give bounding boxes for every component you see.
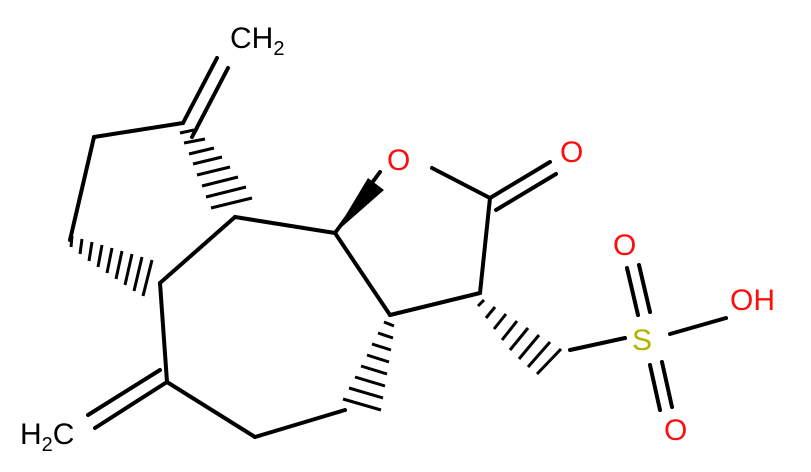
- atom-o-sulfonyl-bottom: O: [664, 414, 687, 447]
- sulfonyl-double-bond-top-b: [637, 263, 652, 314]
- atom-o-carbonyl: O: [560, 136, 583, 169]
- bond-c9-c10: [68, 135, 96, 242]
- exo-double-bond-top-a: [181, 56, 219, 125]
- bond-c12-c13: [158, 281, 169, 384]
- exo-double-bond-bottom-a: [93, 380, 169, 430]
- carbonyl-double-bond-b: [494, 172, 558, 212]
- bond-ch2-s: [568, 336, 627, 352]
- hash-c5-c15: [342, 320, 395, 412]
- bond-c7-c12: [158, 215, 237, 285]
- bond-s-oh: [668, 316, 728, 336]
- sulfonyl-double-bond-bottom-a: [648, 363, 662, 412]
- bond-c13-c14: [165, 380, 257, 439]
- atom-hydroxyl: OH: [730, 284, 775, 317]
- methylene-top-label: CH2: [230, 22, 284, 60]
- bond-c8-c9: [92, 121, 185, 139]
- bond-o-ring-c3: [430, 166, 492, 200]
- atom-labels: O O O O S OH CH2 H2C: [20, 22, 775, 456]
- hashed-bonds: [69, 128, 563, 412]
- bond-c7-c6: [233, 215, 337, 235]
- wedge-c6-o: [335, 178, 384, 233]
- hash-c7-c8: [179, 128, 253, 210]
- bond-c5-c4: [388, 291, 482, 317]
- hash-c10-c12: [69, 235, 154, 297]
- atom-sulfur: S: [632, 324, 652, 357]
- hash-c4-ch2: [476, 298, 563, 376]
- atom-o-ring: O: [387, 144, 410, 177]
- sulfonyl-double-bond-top-a: [625, 266, 640, 317]
- bond-c4-c3: [478, 196, 492, 295]
- atom-o-sulfonyl-top: O: [613, 229, 636, 262]
- bond-c6-c5: [333, 231, 392, 317]
- methylene-bottom-label: H2C: [20, 418, 74, 456]
- carbonyl-double-bond-a: [488, 160, 552, 200]
- exo-double-bond-top-b: [190, 66, 230, 139]
- bond-c14-c15: [253, 408, 347, 439]
- exo-double-bond-bottom-b: [86, 368, 162, 417]
- sulfonyl-double-bond-bottom-b: [660, 360, 674, 409]
